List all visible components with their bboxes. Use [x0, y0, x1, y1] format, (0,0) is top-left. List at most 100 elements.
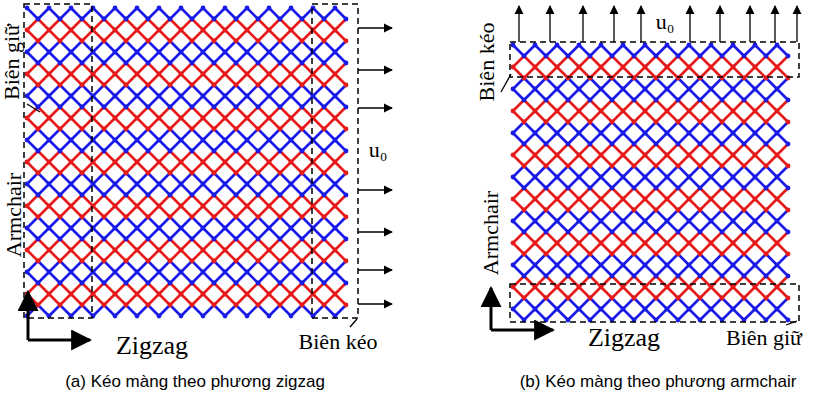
atom — [47, 6, 52, 11]
atom — [201, 314, 206, 319]
atom — [190, 105, 195, 110]
atom — [124, 281, 129, 286]
atom — [157, 72, 162, 77]
atom — [179, 314, 184, 319]
atom — [322, 259, 327, 264]
atom — [289, 204, 294, 209]
atom — [555, 87, 560, 92]
atom — [511, 109, 516, 114]
atom — [201, 50, 206, 55]
atom — [764, 120, 769, 125]
atom — [124, 83, 129, 88]
atom — [25, 226, 30, 231]
atom — [201, 160, 206, 165]
atom — [157, 138, 162, 143]
atom — [731, 87, 736, 92]
atom — [322, 171, 327, 176]
atom — [245, 94, 250, 99]
atom — [256, 149, 261, 154]
atom — [47, 94, 52, 99]
atom — [157, 50, 162, 55]
atom — [36, 237, 41, 242]
atom — [245, 160, 250, 165]
atom — [289, 248, 294, 253]
atom — [212, 39, 217, 44]
atom — [621, 109, 626, 114]
atom — [245, 28, 250, 33]
atom — [58, 259, 63, 264]
atom — [47, 248, 52, 253]
atom — [168, 215, 173, 220]
atom — [588, 98, 593, 103]
atom — [146, 61, 151, 66]
atom — [322, 105, 327, 110]
atom — [80, 39, 85, 44]
atom — [102, 127, 107, 132]
atom — [621, 65, 626, 70]
atom — [278, 39, 283, 44]
atom — [544, 142, 549, 147]
atom — [168, 105, 173, 110]
atom — [256, 61, 261, 66]
atom — [643, 109, 648, 114]
atom — [190, 303, 195, 308]
atom — [676, 54, 681, 59]
atom — [333, 138, 338, 143]
atom — [267, 226, 272, 231]
atom — [533, 131, 538, 136]
atom — [278, 149, 283, 154]
atom — [47, 50, 52, 55]
atom — [146, 303, 151, 308]
atom — [113, 72, 118, 77]
atom — [698, 120, 703, 125]
atom — [333, 6, 338, 11]
atom — [91, 72, 96, 77]
atom — [58, 281, 63, 286]
atom — [179, 204, 184, 209]
atom — [80, 215, 85, 220]
atom — [300, 259, 305, 264]
atom — [124, 215, 129, 220]
atom — [322, 215, 327, 220]
atom — [322, 17, 327, 22]
atom — [577, 65, 582, 70]
atom — [322, 127, 327, 132]
atom — [300, 39, 305, 44]
atom — [25, 160, 30, 165]
atom — [190, 61, 195, 66]
atom — [676, 120, 681, 125]
atom — [665, 43, 670, 48]
atom — [190, 281, 195, 286]
atom — [344, 259, 349, 264]
atom — [36, 105, 41, 110]
atom — [223, 6, 228, 11]
atom — [278, 303, 283, 308]
atom — [212, 149, 217, 154]
atom — [179, 292, 184, 297]
atom — [36, 193, 41, 198]
atom — [267, 248, 272, 253]
atom — [36, 303, 41, 308]
atom — [201, 138, 206, 143]
atom — [47, 72, 52, 77]
atom — [80, 237, 85, 242]
atom — [289, 270, 294, 275]
atom — [25, 270, 30, 275]
atom — [245, 138, 250, 143]
atom — [69, 226, 74, 231]
atom — [522, 142, 527, 147]
atom — [80, 149, 85, 154]
atom — [599, 87, 604, 92]
atom — [731, 131, 736, 136]
atom — [80, 193, 85, 198]
atom — [58, 83, 63, 88]
atom — [58, 237, 63, 242]
atom — [157, 182, 162, 187]
atom — [146, 193, 151, 198]
atom — [522, 120, 527, 125]
atom — [135, 248, 140, 253]
atom — [36, 83, 41, 88]
atom — [25, 72, 30, 77]
atom — [654, 142, 659, 147]
atom — [212, 127, 217, 132]
